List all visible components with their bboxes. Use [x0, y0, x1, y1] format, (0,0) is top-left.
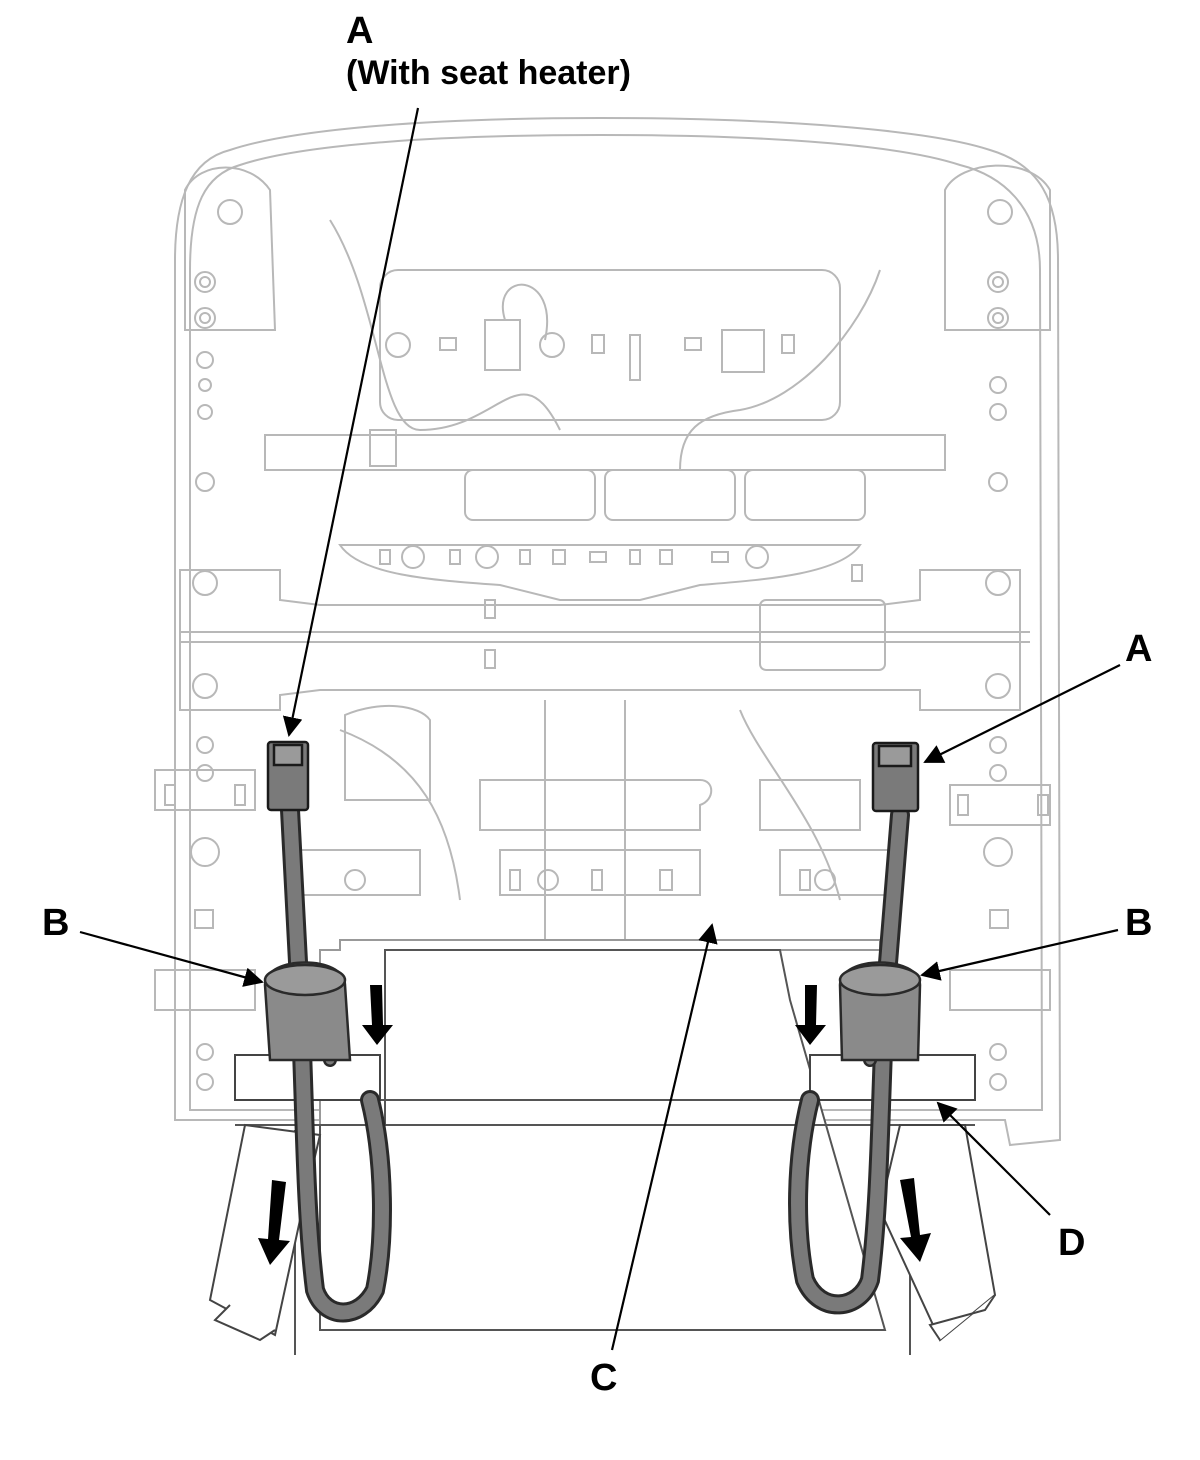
- callout-a-top-letter: A: [346, 10, 374, 52]
- callout-a-top: A (With seat heater): [346, 10, 631, 94]
- frame-outline: [154, 116, 1062, 1147]
- connector-icon: [266, 740, 920, 813]
- callout-d: D: [1058, 1222, 1086, 1264]
- leader-arrow-icon: [79, 107, 1121, 1351]
- callout-b-left: B: [42, 902, 70, 944]
- callout-a-right: A: [1125, 628, 1153, 670]
- direction-arrow-icon: [258, 985, 931, 1265]
- callout-c: C: [590, 1357, 618, 1399]
- harness-wires: [280, 800, 910, 1323]
- callout-b-right: B: [1125, 902, 1153, 944]
- callout-a-top-note: (With seat heater): [346, 54, 631, 92]
- grommet-icon: [263, 961, 922, 1062]
